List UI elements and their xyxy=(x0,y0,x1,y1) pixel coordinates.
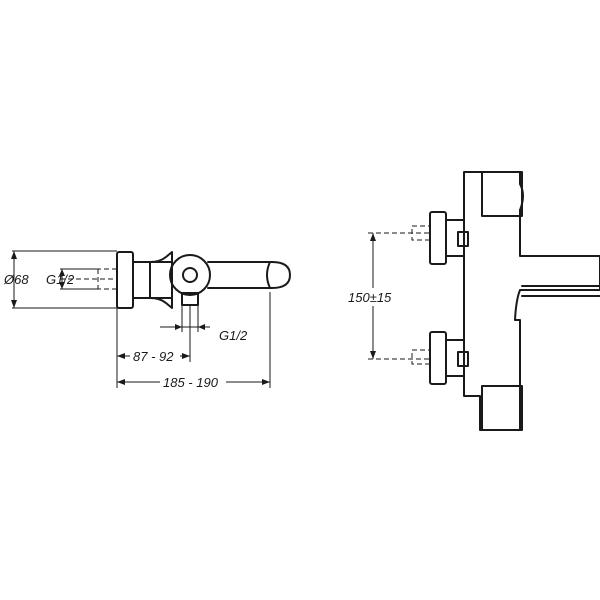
dim-depth-inlet-arrow-right xyxy=(182,353,190,359)
dim-depth-inlet-label-bg xyxy=(130,346,180,364)
dim-total-arrow-left xyxy=(117,379,125,385)
dim-inlet-spacing: 150±15 xyxy=(346,232,430,360)
side-view xyxy=(60,251,291,309)
front-top-flange xyxy=(429,211,447,265)
front-bottom-stub xyxy=(457,351,469,367)
side-valve-core xyxy=(182,267,198,283)
dim-diameter-arrow-bottom xyxy=(11,300,17,308)
side-wall-flange xyxy=(116,251,134,309)
dim-inlet-label: G1/2 xyxy=(46,272,75,287)
dim-spacing-label-bg xyxy=(346,288,400,306)
dim-depth-inlet-label: 87 - 92 xyxy=(133,349,174,364)
dim-depth-inlet-arrow-left xyxy=(117,353,125,359)
dim-outlet-label: G1/2 xyxy=(219,328,248,343)
dim-depth-total: 185 - 190 xyxy=(117,292,271,390)
front-bottom-nut xyxy=(445,339,465,377)
dim-outlet-thread: G1/2 xyxy=(160,305,248,343)
dim-spacing-label: 150±15 xyxy=(348,290,392,305)
dim-total-arrow-right xyxy=(262,379,270,385)
front-top-nut xyxy=(445,219,465,257)
dim-diameter: Ø68 xyxy=(3,250,117,309)
dim-total-label: 185 - 190 xyxy=(163,375,219,390)
front-view xyxy=(411,171,600,431)
front-bottom-pipe xyxy=(411,349,431,365)
side-spout xyxy=(207,261,291,289)
dim-total-label-bg xyxy=(160,372,226,390)
front-top-stub xyxy=(457,231,469,247)
front-bottom-block xyxy=(481,385,523,431)
front-spout-lines xyxy=(521,285,600,297)
dim-spacing-arrow-bottom xyxy=(370,351,376,359)
front-top-block xyxy=(481,171,523,217)
dim-inlet-thread: G1/2 xyxy=(46,268,96,290)
side-connector xyxy=(132,251,173,309)
front-bottom-flange xyxy=(429,331,447,385)
dim-diameter-label: Ø68 xyxy=(3,272,29,287)
dim-outlet-arrow-left xyxy=(175,324,182,330)
side-valve-body xyxy=(169,254,211,296)
side-neck xyxy=(149,261,173,299)
dim-inlet-arrow-bottom xyxy=(59,282,65,289)
dim-outlet-arrow-right xyxy=(198,324,205,330)
dim-spacing-arrow-top xyxy=(370,233,376,241)
dim-inlet-arrow-top xyxy=(59,269,65,276)
dim-depth-inlet: 87 - 92 xyxy=(116,305,191,388)
side-spout-cap xyxy=(266,261,271,289)
front-mixer-body xyxy=(463,171,600,431)
dim-diameter-arrow-top xyxy=(11,251,17,259)
